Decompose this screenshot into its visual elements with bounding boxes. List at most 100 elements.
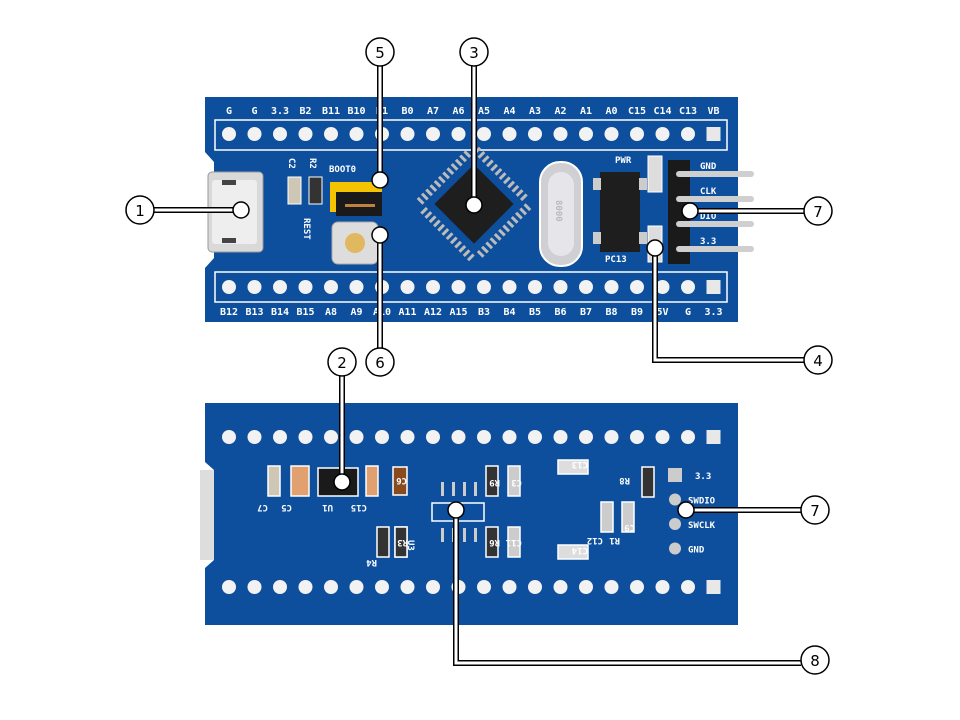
pin-pad [604,580,619,594]
component-label: C9 [624,522,635,532]
callout-7: 7 [800,495,830,525]
callout-target-dot [333,473,351,491]
pin-label: A9 [350,307,362,318]
callout-number: 3 [469,44,479,62]
header-label: DIO [700,212,717,222]
component-label: C3 [511,477,522,487]
pin-pad [502,127,517,141]
pin-label: B6 [554,307,566,318]
pin-pad [553,280,568,294]
pin-pad [247,430,262,444]
callout-number: 7 [813,203,823,221]
pin-pad [477,127,491,141]
callout-number: 1 [135,202,145,220]
pin-pad [400,430,415,444]
callout-4: 4 [803,345,833,375]
pin-pad [349,430,364,444]
swd-pad [668,468,682,482]
pin-pad [630,580,644,594]
pin-label: C13 [679,106,697,117]
component-label: C7 [257,502,268,512]
pin-pad [375,580,389,594]
pin-pad-square [706,127,721,141]
callout-target-dot [371,226,389,244]
pin-pad [298,430,313,444]
pin-pad [579,430,593,444]
pin-pad [349,280,364,294]
pin-label: A0 [605,106,617,117]
component-label: C11 [506,537,522,547]
pin-label: G [685,307,691,318]
callout-target-dot [681,202,699,220]
callout-5: 5 [365,37,395,67]
pin-pad [655,430,670,444]
pin-label: C14 [653,106,671,117]
swd-label: SWDIO [688,497,716,507]
power-led [647,155,663,193]
boot0-jumper[interactable] [330,182,382,216]
pin-pad [630,127,644,141]
pin-pad [604,280,619,294]
smd-component [376,526,390,558]
pin-pad [528,430,542,444]
pin-label: A3 [529,106,541,117]
svg-text:8000: 8000 [553,200,563,222]
pin-pad [604,430,619,444]
callout-8: 8 [800,645,830,675]
pin-pad [349,127,364,141]
pin-label: A7 [427,106,439,117]
smd-component [290,465,310,497]
stm32-mcu-chip [416,146,532,262]
pin-pad [630,430,644,444]
pin-pad [349,580,364,594]
pin-label: B15 [296,307,314,318]
callout-target-dot [646,239,664,257]
component-label: C12 [587,535,603,545]
pin-pad [528,580,542,594]
pin-pad [273,280,287,294]
pin-pad [247,580,262,594]
callout-6: 6 [365,347,395,377]
pin-label: A6 [452,106,464,117]
pin-label: B0 [401,106,413,117]
smd-component [641,466,655,498]
pin-pad [528,280,542,294]
pin-pad [247,280,262,294]
pin-pad [655,127,670,141]
pin-pad [451,430,466,444]
pin-label: A11 [398,307,416,318]
pin-pad [655,580,670,594]
callout-number: 4 [813,352,823,370]
pin-pad [273,430,287,444]
pin-pad [553,580,568,594]
component-label: C13 [572,459,588,469]
reset-button[interactable] [331,221,379,265]
pin-pad [681,127,695,141]
component-label: R6 [489,537,500,547]
callout-number: 7 [810,502,820,520]
pin-label: A8 [325,307,337,318]
smd-component [557,544,589,560]
pin-pad [579,580,593,594]
pin-label: B11 [322,106,340,117]
pin-pad [298,580,313,594]
callout-7: 7 [803,196,833,226]
component-label: C5 [281,502,292,512]
pin-pad [426,580,440,594]
pin-pad [655,280,670,294]
swd-label: SWCLK [688,521,716,531]
silk-pc13: PC13 [605,255,627,265]
header-label: CLK [700,187,717,197]
smd-component [394,526,408,558]
pin-pad [502,430,517,444]
pin-pad [298,127,313,141]
pin-pad [681,430,695,444]
smd-component [507,526,521,558]
silk-r2: R2 [307,158,317,169]
pin-pad [273,127,287,141]
component-label: R3 [397,537,408,547]
pin-pad [400,580,415,594]
component-label: U1 [322,502,333,512]
